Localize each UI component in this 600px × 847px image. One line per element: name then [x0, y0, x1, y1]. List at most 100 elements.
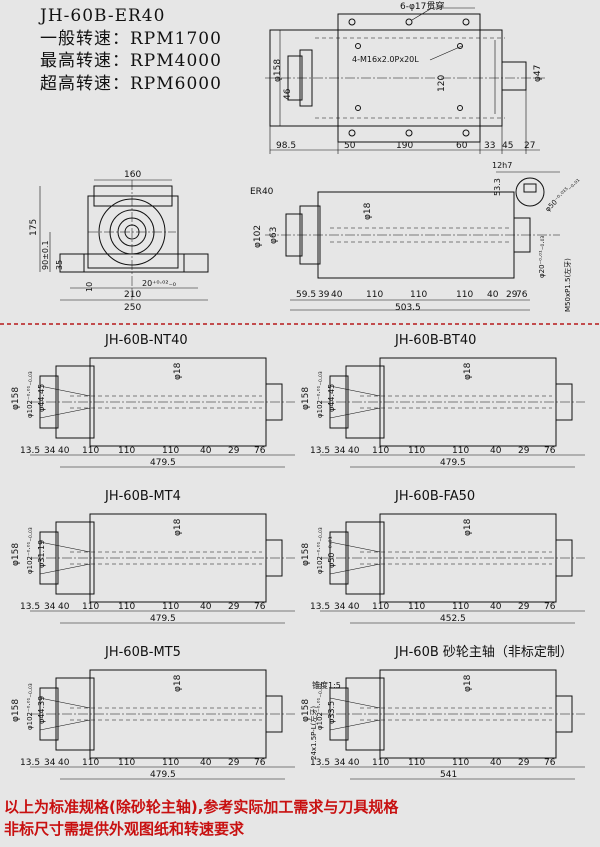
- dim-160: 160: [124, 170, 141, 180]
- dim-side-d18: φ18: [363, 202, 373, 220]
- dim-d102: φ102⁻⁰·⁰¹₋₀.₀₃: [316, 527, 324, 574]
- variant-dim: 29: [228, 602, 240, 612]
- dim-210: 210: [124, 290, 141, 300]
- dim-d102: φ102⁻⁰·⁰¹₋₀.₀₃: [26, 371, 34, 418]
- variant-total: 479.5: [440, 458, 466, 468]
- footer-note: 以上为标准规格(除砂轮主轴),参考实际加工需求与刀具规格 非标尺寸需提供外观图纸…: [4, 796, 398, 840]
- side-dim: 110: [366, 290, 383, 300]
- variant-total: 479.5: [150, 614, 176, 624]
- dim-35: 35: [55, 260, 64, 270]
- dim-d158: φ158: [11, 699, 21, 722]
- variant-dim: 29: [518, 602, 530, 612]
- variant-dim: 29: [228, 446, 240, 456]
- dim-d18: φ18: [463, 362, 473, 380]
- dim-33: 33: [484, 141, 495, 151]
- variant-dim: 40: [58, 758, 70, 768]
- variant-dim: 76: [544, 758, 556, 768]
- variant-dim: 13.5: [20, 758, 40, 768]
- variant-dim: 40: [200, 758, 212, 768]
- dim-top-d158: φ158: [273, 59, 283, 82]
- variant-dim: 40: [348, 758, 360, 768]
- spec-ultra-speed: 超高转速：RPM6000: [40, 73, 222, 94]
- side-dim: 40: [331, 290, 343, 300]
- variant-dim: 40: [200, 602, 212, 612]
- dim-10: 10: [85, 282, 94, 292]
- variant-dim: 76: [544, 602, 556, 612]
- dim-d158: φ158: [301, 387, 311, 410]
- variant-dim: 110: [162, 446, 179, 456]
- spec-block: JH-60B-ER40 一般转速：RPM1700 最高转速：RPM4000 超高…: [40, 5, 222, 95]
- front-view: [39, 179, 209, 301]
- variant-dim: 34: [334, 758, 346, 768]
- thread-note: 4-M16x2.0Px20L: [352, 55, 419, 64]
- variant-dim: 13.5: [310, 446, 330, 456]
- dim-side-d50: φ50⁻⁰·⁰¹⁵₋₀.₀₁: [544, 176, 582, 214]
- variant-dim: 110: [408, 446, 425, 456]
- spec-max-speed: 最高转速：RPM4000: [40, 51, 222, 71]
- variant-dim: 40: [490, 446, 502, 456]
- variant-title: JH-60B 砂轮主轴（非标定制）: [394, 645, 573, 660]
- variant-dim: 110: [372, 446, 389, 456]
- dim-d102: φ102⁻⁰·⁰¹₋₀.₀₃: [26, 683, 34, 730]
- variant-dim: 13.5: [310, 758, 330, 768]
- hole-note: 6-φ17贯穿: [400, 0, 444, 12]
- variant-dim: 40: [348, 602, 360, 612]
- variant-dim: 40: [490, 602, 502, 612]
- variant-dim: 34: [334, 446, 346, 456]
- variant-dim: 40: [58, 446, 70, 456]
- dim-d158: φ158: [301, 699, 311, 722]
- variant-total: 541: [440, 770, 457, 780]
- side-dim: 39: [318, 290, 330, 300]
- variant-dim: 110: [162, 602, 179, 612]
- dim-top-d47: φ47: [533, 65, 543, 82]
- variant-dim: 29: [518, 446, 530, 456]
- dim-d102: φ102⁻⁰·⁰¹₋₀.₀₃: [316, 371, 324, 418]
- side-dim: 110: [410, 290, 427, 300]
- variant-total: 479.5: [150, 458, 176, 468]
- variant-dim: 110: [372, 758, 389, 768]
- dim-60: 60: [456, 141, 468, 151]
- dim-inner: φ33.5: [327, 701, 336, 724]
- variant-dim: 110: [162, 758, 179, 768]
- side-view: [265, 171, 560, 311]
- variant-dim: 34: [334, 602, 346, 612]
- variant-total: 452.5: [440, 614, 466, 624]
- variant-dim: 110: [452, 758, 469, 768]
- footer-line-2: 非标尺寸需提供外观图纸和转速要求: [4, 820, 245, 838]
- dim-d102: φ102⁻⁰·⁰¹₋₀.₀₃: [316, 683, 324, 730]
- variant-dim: 13.5: [310, 602, 330, 612]
- dim-d18: φ18: [463, 674, 473, 692]
- dim-d18: φ18: [173, 518, 183, 536]
- dim-503-5: 503.5: [395, 303, 421, 313]
- dim-inner: φ44.45: [327, 384, 336, 412]
- variant-dim: 110: [118, 602, 135, 612]
- variant-dim: 110: [452, 602, 469, 612]
- side-dim: 40: [487, 290, 499, 300]
- variant-title: JH-60B-NT40: [104, 333, 188, 348]
- variant-dim: 40: [490, 758, 502, 768]
- dim-d158: φ158: [301, 543, 311, 566]
- dim-98-5: 98.5: [276, 141, 296, 151]
- footer-line-1: 以上为标准规格(除砂轮主轴),参考实际加工需求与刀具规格: [4, 798, 399, 816]
- label-taper: 锥度1:5: [312, 680, 341, 690]
- model-title: JH-60B-ER40: [40, 6, 166, 26]
- side-dim: 59.5: [296, 290, 316, 300]
- side-dim: 76: [516, 290, 528, 300]
- variant-dim: 34: [44, 446, 56, 456]
- variant-title: JH-60B-BT40: [394, 333, 476, 348]
- variant-dim: 29: [228, 758, 240, 768]
- dim-d102: φ102⁻⁰·⁰¹₋₀.₀₃: [26, 527, 34, 574]
- dim-m50: M50xP1.5(左牙): [563, 258, 572, 312]
- dim-top-120: 120: [437, 75, 447, 92]
- side-dim: 110: [456, 290, 473, 300]
- label-er40: ER40: [250, 187, 274, 197]
- dim-50: 50: [344, 141, 356, 151]
- spec-normal-speed: 一般转速：RPM1700: [40, 28, 222, 49]
- dim-inner: φ31.19: [37, 540, 46, 568]
